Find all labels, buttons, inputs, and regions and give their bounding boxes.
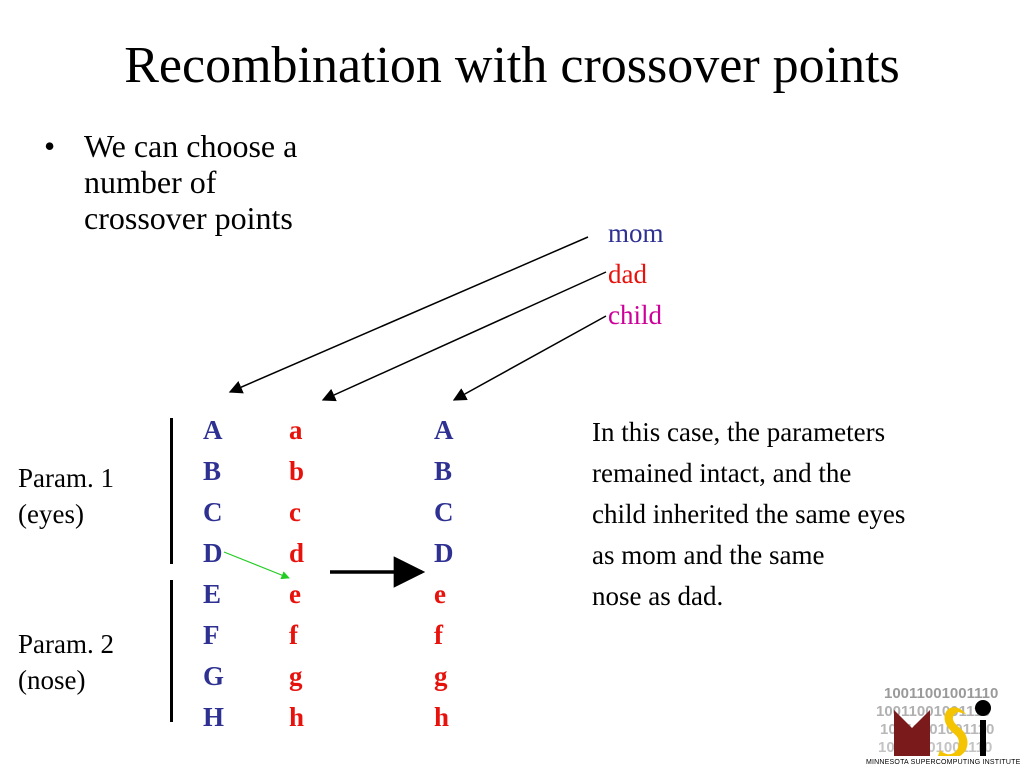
legend-child: child — [608, 300, 662, 330]
note-line: child inherited the same eyes — [592, 499, 906, 529]
mom-gene: D — [203, 538, 223, 568]
legend-dad: dad — [608, 259, 647, 289]
dad-gene: c — [289, 497, 301, 527]
logo-m-shape — [894, 710, 930, 756]
logo-i-stem — [980, 720, 986, 756]
param-2-label: Param. 2 (nose) — [18, 626, 114, 698]
msi-logo-graphic: 10011001001110 10011001001110 1001100100… — [876, 685, 998, 756]
child-gene: B — [434, 456, 453, 486]
param-2-bracket — [170, 580, 173, 722]
msi-logo: 10011001001110 10011001001110 1001100100… — [866, 680, 1021, 766]
child-gene: g — [434, 661, 448, 691]
note-line: remained intact, and the — [592, 458, 852, 488]
mom-gene-column: A B C D E F G H — [203, 410, 224, 738]
dad-gene: f — [289, 620, 298, 650]
dad-gene: a — [289, 415, 303, 445]
child-gene: h — [434, 702, 450, 732]
param-1-bracket — [170, 418, 173, 564]
logo-binary-row: 10011001001110 — [884, 685, 998, 702]
logo-binary-row: 10011001001110 — [876, 703, 990, 720]
bullet-line: We can choose a — [84, 128, 298, 164]
param-2-trait: (nose) — [18, 665, 86, 695]
crossover-arrow — [223, 551, 290, 580]
child-gene: A — [434, 415, 454, 445]
child-gene-column: A B C D e f g h — [434, 410, 454, 738]
logo-s-shape — [938, 707, 968, 756]
bullet-line: number of — [84, 164, 217, 200]
logo-caption: MINNESOTA SUPERCOMPUTING INSTITUTE — [866, 759, 1021, 766]
bullet-line: crossover points — [84, 200, 293, 236]
note-line: In this case, the parameters — [592, 417, 886, 447]
mom-gene: E — [203, 579, 222, 609]
mom-pointer-arrow — [228, 236, 589, 394]
slide-title: Recombination with crossover points — [124, 37, 900, 94]
note-line: nose as dad. — [592, 581, 724, 611]
mom-gene: A — [203, 415, 223, 445]
dad-gene: h — [289, 702, 305, 732]
child-gene: D — [434, 538, 454, 568]
dad-gene: d — [289, 538, 305, 568]
bullet-marker: • — [44, 128, 56, 164]
mom-gene: H — [203, 702, 225, 732]
child-gene: e — [434, 579, 446, 609]
mom-gene: G — [203, 661, 225, 691]
dad-gene-column: a b c d e f g h — [289, 410, 304, 738]
note-line: as mom and the same — [592, 540, 825, 570]
param-1-name: Param. 1 — [18, 463, 114, 493]
dad-gene: e — [289, 579, 301, 609]
logo-i-dot — [975, 700, 991, 716]
child-gene: C — [434, 497, 454, 527]
dad-gene: b — [289, 456, 305, 486]
mom-gene: B — [203, 456, 222, 486]
param-1-label: Param. 1 (eyes) — [18, 460, 114, 532]
explanation-note: In this case, the parameters remained in… — [592, 412, 1012, 617]
dad-gene: g — [289, 661, 303, 691]
dad-pointer-arrow — [321, 271, 607, 402]
legend-mom: mom — [608, 218, 664, 248]
mom-gene: F — [203, 620, 220, 650]
child-pointer-arrow — [452, 315, 607, 401]
param-1-trait: (eyes) — [18, 499, 84, 529]
bullet-text: We can choose a number of crossover poin… — [84, 128, 384, 236]
param-2-name: Param. 2 — [18, 629, 114, 659]
mom-gene: C — [203, 497, 223, 527]
child-gene: f — [434, 620, 443, 650]
